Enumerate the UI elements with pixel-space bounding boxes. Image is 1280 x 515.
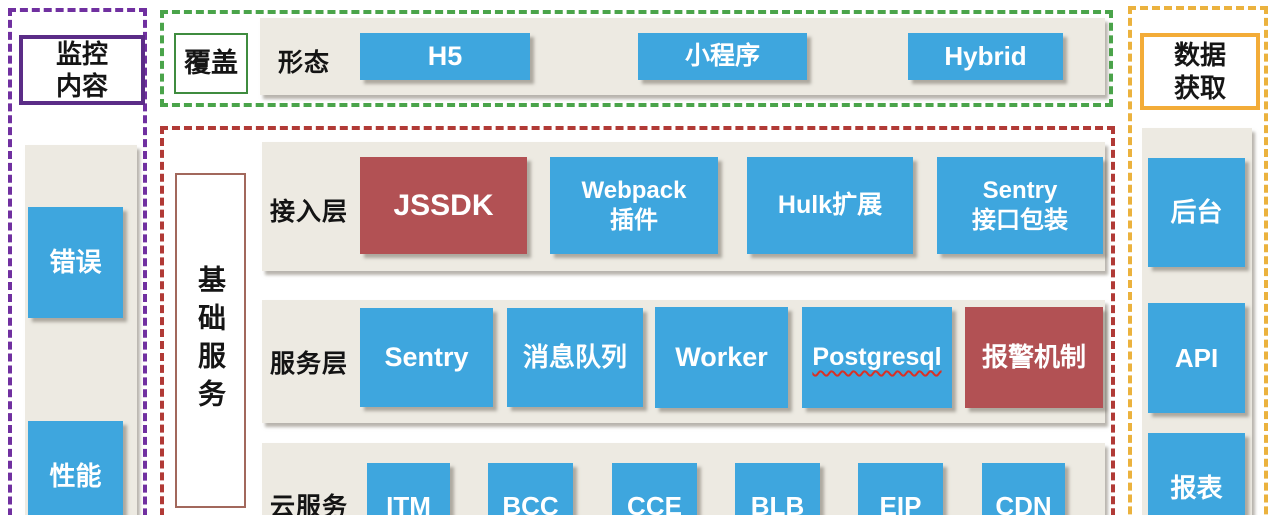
node-message-queue: 消息队列 (507, 308, 643, 407)
node-h5: H5 (360, 33, 530, 80)
data-access-title: 数据 获取 (1140, 33, 1260, 110)
node-hulk-extension: Hulk扩展 (747, 157, 913, 254)
node-performance: 性能 (28, 421, 123, 515)
node-sentry: Sentry (360, 308, 493, 407)
node-eip: EIP (858, 463, 943, 515)
monitor-panel-title: 监控 内容 (19, 35, 145, 105)
node-api: API (1148, 303, 1245, 413)
coverage-tag: 覆盖 (174, 33, 248, 94)
node-jssdk: JSSDK (360, 157, 527, 254)
node-miniprogram: 小程序 (638, 33, 807, 80)
service-layer-label: 服务层 (270, 350, 349, 378)
core-services-side-label: 基础服务 (175, 173, 246, 508)
node-alarm-mechanism: 报警机制 (965, 307, 1103, 408)
data-access-frame (1128, 6, 1268, 515)
node-postgresql-text: Postgresql (812, 342, 942, 371)
node-cdn: CDN (982, 463, 1065, 515)
node-sentry-api-wrapper: Sentry 接口包装 (937, 157, 1103, 254)
access-layer-label: 接入层 (270, 198, 349, 226)
form-row-label: 形态 (278, 49, 331, 77)
node-itm: ITM (367, 463, 450, 515)
core-services-side-label-text: 基础服务 (195, 264, 226, 417)
node-bcc: BCC (488, 463, 573, 515)
node-webpack-plugin: Webpack 插件 (550, 157, 718, 254)
node-worker: Worker (655, 307, 788, 408)
monitor-panel-frame (8, 8, 147, 515)
node-hybrid: Hybrid (908, 33, 1063, 80)
coverage-panel-frame (160, 10, 1113, 107)
node-postgresql: Postgresql (802, 307, 952, 408)
core-services-frame (160, 126, 1115, 515)
node-backend: 后台 (1148, 158, 1245, 267)
node-errors: 错误 (28, 207, 123, 318)
node-report: 报表 (1148, 433, 1245, 515)
node-blb: BLB (735, 463, 820, 515)
node-cce: CCE (612, 463, 697, 515)
cloud-services-label: 云服务 (270, 493, 349, 515)
